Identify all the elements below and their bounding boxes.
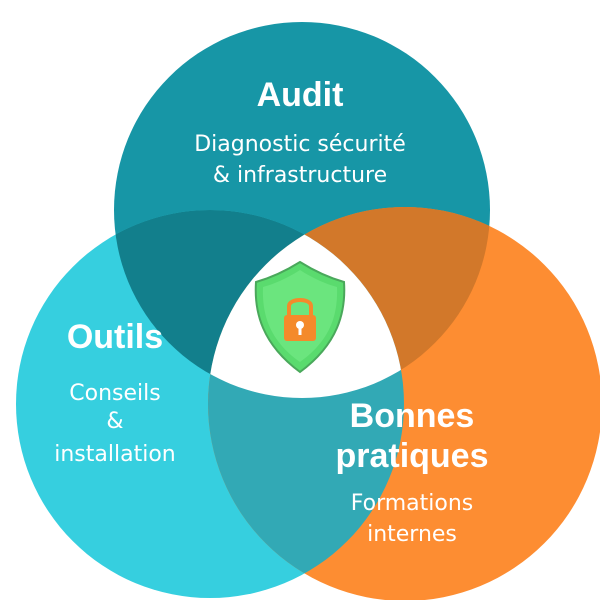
- bonnes-pratiques-line-1: Formations: [351, 491, 474, 516]
- lock-shackle: [287, 298, 313, 317]
- outils-title: Outils: [67, 318, 163, 356]
- outils-line-1: Conseils: [69, 381, 160, 406]
- shield-lock-icon: [254, 260, 346, 374]
- outils-line-2: &: [106, 409, 123, 434]
- keyhole: [296, 321, 304, 329]
- keyhole-slot: [298, 326, 302, 335]
- audit-line-1: Diagnostic sécurité: [194, 132, 406, 157]
- bonnes-pratiques-title-2: pratiques: [335, 437, 488, 475]
- bonnes-pratiques-title-1: Bonnes: [350, 397, 475, 435]
- outils-line-3: installation: [54, 442, 175, 467]
- audit-line-2: & infrastructure: [213, 163, 387, 188]
- bonnes-pratiques-line-2: internes: [367, 522, 457, 547]
- audit-title: Audit: [257, 76, 344, 114]
